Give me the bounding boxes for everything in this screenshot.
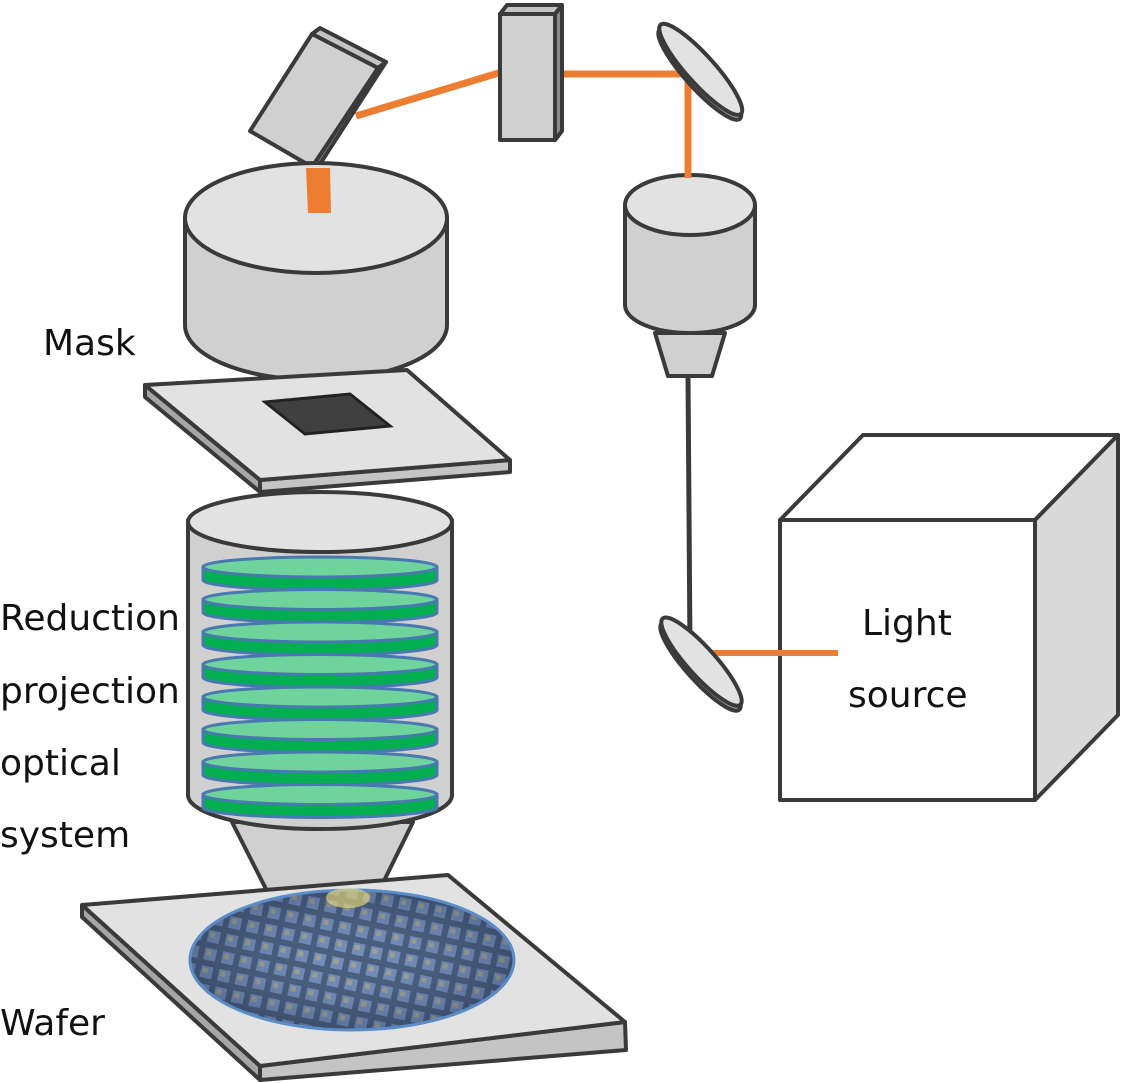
mask-pattern <box>261 392 394 436</box>
light-source-label-line-2: source <box>848 675 968 716</box>
lens-element <box>201 750 439 787</box>
projection-optics <box>186 490 454 895</box>
wafer-label: Wafer <box>0 1003 105 1044</box>
mask-label: Mask <box>43 323 136 364</box>
beam-fiber <box>685 374 693 651</box>
angled-mirror-block <box>248 26 388 169</box>
optics-label-line-1: Reduction <box>0 598 180 639</box>
lens-element <box>201 718 439 754</box>
optics-label-line-4: system <box>0 815 131 856</box>
illuminator-cylinder <box>183 161 449 382</box>
lens-element <box>201 588 439 624</box>
lens-element <box>201 620 439 657</box>
optics-label-line-3: optical <box>0 743 121 784</box>
lens-element <box>201 685 439 722</box>
beam-to-mask-mirror <box>354 68 504 120</box>
light-source-label-line-1: Light <box>862 603 952 644</box>
wafer-stage <box>80 873 628 1082</box>
upper-right-mirror <box>656 21 745 122</box>
beam-upper-path <box>560 70 692 175</box>
light-source-box <box>778 433 1120 802</box>
lens-element <box>201 555 439 592</box>
mask-plate <box>143 368 512 494</box>
optics-label-line-2: projection <box>0 671 180 712</box>
lens-element <box>201 783 439 819</box>
beam-into-illuminator <box>306 168 331 213</box>
lens-element <box>201 653 439 689</box>
condenser-lens <box>623 173 757 378</box>
wafer-disk <box>188 888 516 1032</box>
lens-stack <box>201 555 439 819</box>
lower-mirror <box>658 615 744 713</box>
relay-plate <box>498 3 564 142</box>
